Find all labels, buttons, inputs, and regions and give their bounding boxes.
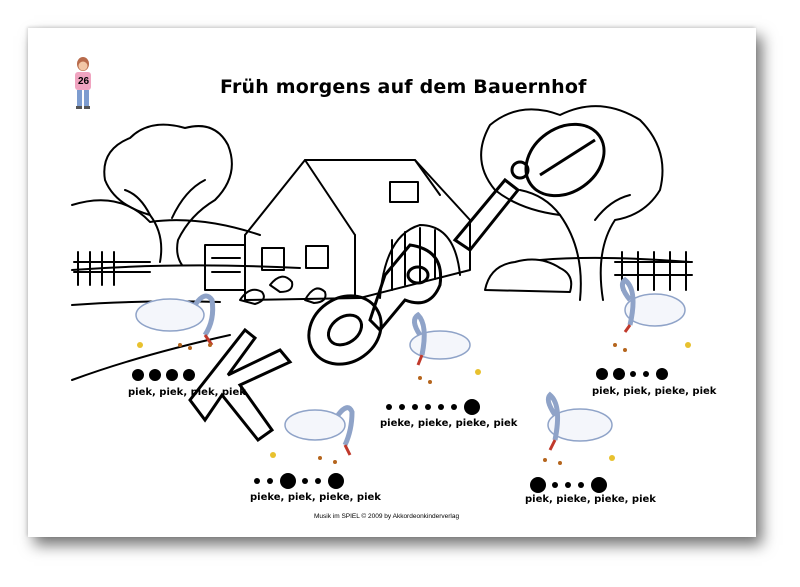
rhythm-dot	[412, 404, 418, 410]
rhythm-dots-3	[596, 368, 668, 380]
rhythm-dot	[643, 371, 649, 377]
rhythm-dot	[166, 369, 178, 381]
goose-illustration	[613, 276, 691, 352]
rhythm-dot	[656, 368, 668, 380]
rhythm-dot	[149, 369, 161, 381]
rhythm-dot	[399, 404, 405, 410]
copyright-footer: Musik im SPIEL © 2009 by Akkordeonkinder…	[314, 513, 460, 520]
rhythm-dot	[302, 478, 308, 484]
rhythm-dot	[613, 368, 625, 380]
girl-badge-icon	[75, 57, 91, 109]
rhythm-label-4: pieke, piek, pieke, piek	[250, 492, 381, 503]
rhythm-dot	[328, 473, 344, 489]
rhythm-dot	[280, 473, 296, 489]
rhythm-dot	[464, 399, 480, 415]
goose-illustration	[270, 405, 355, 464]
rhythm-dot	[451, 404, 457, 410]
rhythm-dot	[438, 404, 444, 410]
rhythm-label-1: piek, piek, piek, piek	[128, 387, 246, 398]
rhythm-dot	[267, 478, 273, 484]
rhythm-dot	[254, 478, 260, 484]
goose-illustration	[409, 311, 481, 384]
rhythm-dots-4	[254, 473, 344, 489]
rhythm-dot	[183, 369, 195, 381]
goose-illustration	[543, 391, 615, 465]
badge-number: 26	[78, 76, 90, 87]
rhythm-dots-1	[132, 369, 195, 381]
rhythm-dots-2	[386, 399, 480, 415]
rhythm-dot	[530, 477, 546, 493]
rhythm-dot	[552, 482, 558, 488]
rhythm-dot	[630, 371, 636, 377]
rhythm-dot	[565, 482, 571, 488]
rhythm-dot	[596, 368, 608, 380]
rhythm-label-2: pieke, pieke, pieke, piek	[380, 418, 518, 429]
rhythm-dots-5	[530, 477, 607, 493]
rhythm-label-3: piek, piek, pieke, piek	[592, 386, 717, 397]
goose-illustration	[135, 293, 216, 350]
rhythm-label-5: piek, pieke, pieke, piek	[525, 494, 656, 505]
page-title: Früh morgens auf dem Bauernhof	[220, 76, 587, 98]
rhythm-dot	[132, 369, 144, 381]
rhythm-dot	[591, 477, 607, 493]
rhythm-dot	[386, 404, 392, 410]
rhythm-dot	[578, 482, 584, 488]
rhythm-dot	[425, 404, 431, 410]
kopie-watermark	[188, 122, 606, 443]
rhythm-dot	[315, 478, 321, 484]
